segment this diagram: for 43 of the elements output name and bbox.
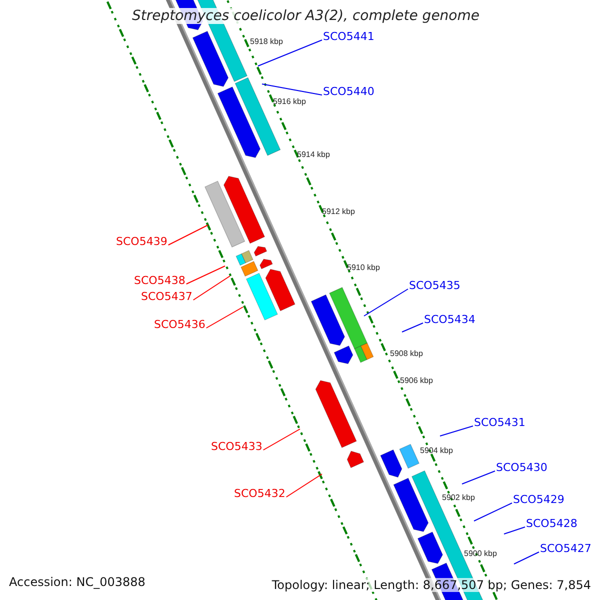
scale-tick-label: 5906 kbp — [400, 376, 433, 385]
leader-line — [262, 84, 322, 96]
scale-tick-label: 5902 kbp — [442, 493, 475, 502]
leader-line — [504, 526, 526, 534]
gene-label: SCO5431 — [474, 416, 526, 429]
gene-label: SCO5441 — [323, 30, 374, 43]
leader-line — [206, 306, 244, 328]
leader-line — [262, 428, 300, 450]
gene-label: SCO5437 — [141, 290, 192, 303]
leader-line — [474, 502, 512, 522]
leader-line — [168, 224, 208, 246]
gene-label: SCO5432 — [234, 487, 286, 500]
gene-label: SCO5430 — [496, 461, 548, 474]
gene-label: SCO5433 — [211, 440, 262, 453]
accession-label: Accession: NC_003888 — [9, 575, 146, 589]
leader-line — [258, 40, 322, 66]
leader-line — [402, 322, 424, 332]
gene-label: SCO5428 — [526, 517, 578, 530]
gene-label: SCO5438 — [134, 274, 186, 287]
leader-line — [286, 474, 322, 498]
leader-line — [186, 266, 226, 284]
leader-line — [440, 426, 474, 436]
gene-label: SCO5439 — [116, 235, 168, 248]
scale-tick-label: 5912 kbp — [322, 207, 355, 216]
scale-tick-label: 5914 kbp — [297, 150, 330, 159]
gene-label: SCO5436 — [154, 318, 206, 331]
leader-line — [462, 470, 496, 484]
gene-label: SCO5429 — [513, 493, 564, 506]
scale-tick-label: 5900 kbp — [464, 549, 497, 558]
scale-tick-label: 5908 kbp — [390, 349, 423, 358]
gene-label: SCO5440 — [323, 85, 374, 98]
leader-line — [514, 552, 540, 564]
gene-label: SCO5435 — [409, 279, 460, 292]
scale-tick-label: 5916 kbp — [273, 97, 306, 106]
leader-line — [192, 276, 230, 300]
scale-tick-label: 5910 kbp — [347, 263, 380, 272]
scale-tick-label: 5904 kbp — [420, 446, 453, 455]
gene-label: SCO5434 — [424, 313, 476, 326]
gene-label: SCO5427 — [540, 542, 592, 555]
genome-summary-label: Topology: linear; Length: 8,667,507 bp; Genes: 7,854 — [272, 578, 591, 592]
leader-line — [364, 288, 408, 316]
scale-tick-label: 5918 kbp — [250, 37, 283, 46]
title: Streptomyces coelicolor A3(2), complete genome — [130, 8, 482, 24]
